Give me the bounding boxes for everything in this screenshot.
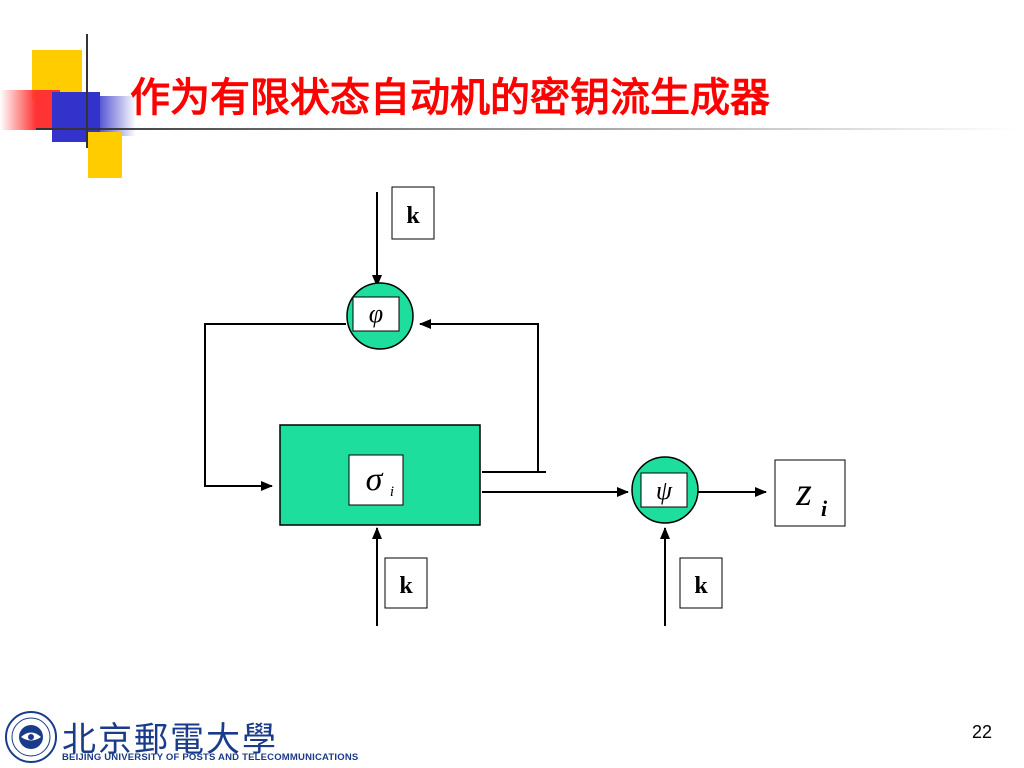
psi-label: ψ: [656, 476, 673, 505]
phi-label-box: [352, 296, 400, 332]
university-name-en: BEIJING UNIVERSITY OF POSTS AND TELECOMM…: [62, 752, 359, 763]
university-seal-icon: [5, 711, 57, 763]
key-box-bottom-left: [384, 557, 428, 609]
output-label: z: [795, 469, 812, 514]
title-underline: [36, 128, 1016, 130]
output-subscript: i: [821, 496, 828, 521]
key-label-top: k: [406, 203, 420, 229]
arrow-phi-left-loop: [204, 323, 346, 491]
output-box: [774, 459, 846, 527]
page-number: 22: [971, 722, 992, 742]
phi-label: φ: [369, 299, 383, 328]
sigma-subscript: i: [390, 484, 394, 500]
psi-label-box: [640, 472, 688, 508]
key-box-bottom-right: [679, 557, 723, 609]
key-label-bottom-left: k: [399, 573, 413, 599]
university-name-cn: 北京郵電大學: [62, 720, 278, 760]
sigma-label-box: [348, 454, 404, 506]
arrow-state-to-phi: [419, 319, 539, 473]
deco-yellow-square-bottom: [88, 132, 122, 178]
sigma-label: σ: [366, 461, 384, 498]
page-title: 作为有限状态自动机的密钥流生成器: [130, 75, 770, 121]
key-label-bottom-right: k: [694, 573, 708, 599]
key-box-top: [391, 186, 435, 240]
deco-red-bar: [0, 90, 60, 130]
title-decoration: [0, 34, 1016, 178]
